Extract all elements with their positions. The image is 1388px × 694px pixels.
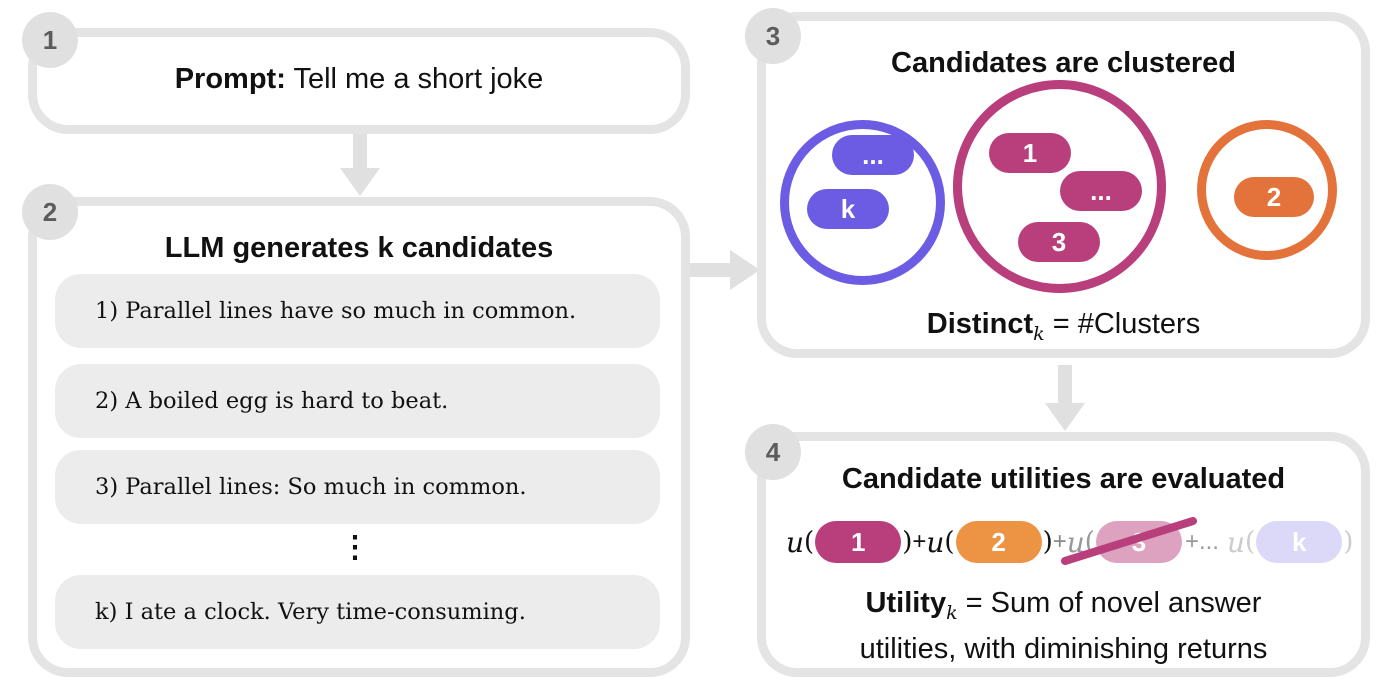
prompt-text: Tell me a short joke [293, 63, 544, 95]
utility-pill-1: 1 [815, 521, 902, 563]
arrow-1-to-2 [340, 130, 380, 196]
candidate-2: 2) A boiled egg is hard to beat. [55, 364, 660, 438]
utility-fn-k: u [1226, 525, 1246, 559]
plus-ellipsis: +... [1184, 528, 1219, 555]
cluster-purple [780, 120, 945, 285]
cluster-purple-item-k: k [807, 189, 889, 229]
cluster-orange [1197, 120, 1337, 260]
utility-metric: Utilityk = Sum of novel answer utilities… [757, 585, 1370, 667]
close-paren-k: ) [1343, 527, 1354, 557]
cluster-magenta-item-ellipsis: ... [1060, 171, 1142, 211]
utility-pill-k: k [1256, 521, 1343, 563]
step-number-3: 3 [745, 8, 801, 64]
open-paren-3: ( [1084, 527, 1095, 557]
cluster-purple-item-ellipsis: ... [832, 135, 914, 175]
utility-fn-1: u [786, 525, 805, 559]
panel-4-title: Candidate utilities are evaluated [841, 463, 1286, 495]
candidate-k: k) I ate a clock. Very time-consuming. [55, 575, 660, 649]
step-number-4: 4 [745, 424, 801, 480]
step-number-2: 2 [22, 184, 78, 240]
candidate-1: 1) Parallel lines have so much in common… [55, 274, 660, 348]
plus-1: + [912, 528, 927, 555]
distinct-subscript: k [1033, 322, 1045, 345]
utility-metric-line-1: Utilityk = Sum of novel answer [757, 585, 1370, 631]
arrow-2-to-3 [684, 250, 760, 290]
arrow-3-to-4 [1045, 365, 1085, 431]
distinct-rest: = #Clusters [1044, 308, 1201, 340]
panel-2-title: LLM generates k candidates [164, 232, 554, 264]
candidate-ellipsis: ⋮ [340, 531, 370, 564]
prompt-line: Prompt: Tell me a short joke [37, 63, 681, 96]
panel-3-title: Candidates are clustered [891, 47, 1236, 79]
step-number-1: 1 [22, 12, 78, 68]
distinct-metric: Distinctk = #Clusters [757, 308, 1370, 345]
strike-line [1060, 517, 1197, 565]
distinct-name: Distinct [926, 308, 1034, 340]
cluster-magenta-item-3: 3 [1018, 222, 1100, 262]
cluster-magenta [953, 80, 1166, 293]
close-paren-2: ) [1042, 527, 1053, 557]
utility-rest-1: = Sum of novel answer [957, 587, 1262, 619]
utility-subscript: k [946, 601, 958, 624]
open-paren-1: ( [804, 527, 815, 557]
utility-pill-2: 2 [955, 521, 1042, 563]
candidate-3: 3) Parallel lines: So much in common. [55, 450, 660, 524]
plus-2: + [1052, 528, 1067, 555]
struck-term-3: u(3 [1060, 517, 1197, 565]
utility-metric-line-2: utilities, with diminishing returns [859, 632, 1268, 665]
open-paren-k: ( [1245, 527, 1256, 557]
utility-sum-row: u(1)+u(2)+u(3+...u(k) [786, 517, 1354, 566]
prompt-label: Prompt: [174, 63, 286, 95]
panel-prompt: Prompt: Tell me a short joke [28, 28, 690, 134]
cluster-magenta-item-1: 1 [989, 133, 1071, 173]
utility-fn-3: u [1066, 525, 1085, 559]
open-paren-2: ( [944, 527, 955, 557]
cluster-orange-item-2: 2 [1234, 177, 1314, 217]
utility-name: Utility [865, 587, 947, 619]
utility-fn-2: u [926, 525, 945, 559]
close-paren-1: ) [902, 527, 913, 557]
